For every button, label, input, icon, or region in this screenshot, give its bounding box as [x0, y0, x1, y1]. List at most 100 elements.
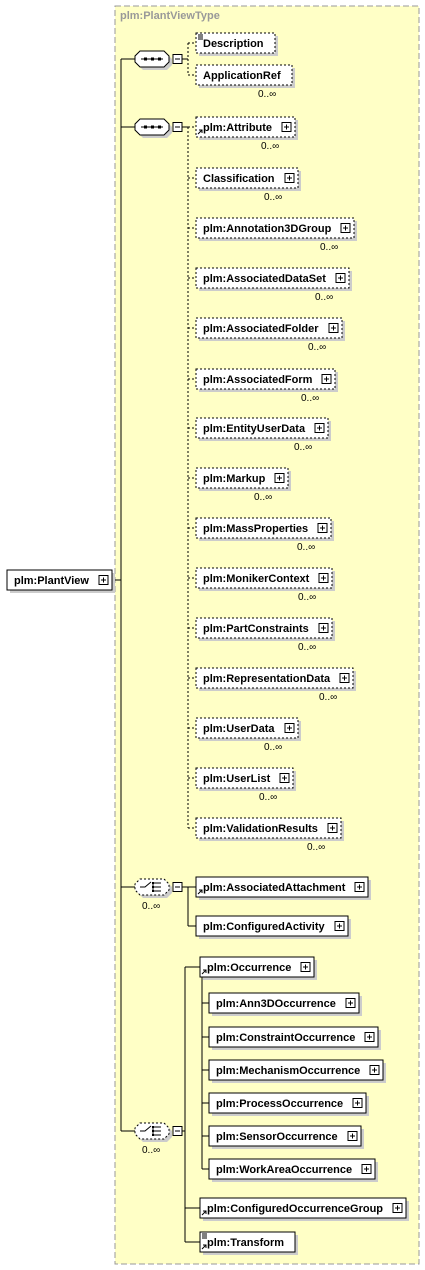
- group-1-item-2-expand-icon[interactable]: [340, 223, 351, 233]
- group-1-item-3[interactable]: plm:AssociatedDataSet: [195, 267, 352, 291]
- group-1-item-3-label: plm:AssociatedDataSet: [203, 273, 326, 285]
- group-3-item-0-sub-0-label: plm:Ann3DOccurrence: [216, 998, 336, 1010]
- group-2-item-0-label: plm:AssociatedAttachment: [203, 882, 346, 894]
- group-3-item-0-sub-0-expand-icon[interactable]: [345, 998, 356, 1008]
- reference-icon: [201, 1244, 207, 1250]
- group-3-item-0-sub-0[interactable]: plm:Ann3DOccurrence: [208, 992, 362, 1016]
- group-3-item-0-sub-2-expand-icon[interactable]: [369, 1065, 380, 1075]
- group-1-item-9-expand-icon[interactable]: [318, 573, 329, 583]
- group-1-item-14-expand-icon[interactable]: [327, 823, 338, 833]
- group-1-item-12-cardinality: 0..∞: [264, 742, 282, 753]
- reference-icon: [197, 889, 203, 895]
- group-1-item-12-label: plm:UserData: [203, 723, 275, 735]
- group-1-item-0-cardinality: 0..∞: [261, 141, 279, 152]
- group-1-item-9-label: plm:MonikerContext: [203, 573, 310, 585]
- group-1-item-6-label: plm:EntityUserData: [203, 423, 306, 435]
- group-1-item-11-expand-icon[interactable]: [339, 673, 350, 683]
- group-0-item-1[interactable]: ApplicationRef: [195, 64, 295, 88]
- group-0-item-1-label: ApplicationRef: [203, 70, 281, 82]
- type-label: plm:PlantViewType: [120, 10, 220, 22]
- group-3-item-0-sub-5[interactable]: plm:WorkAreaOccurrence: [208, 1158, 378, 1182]
- sequence-dot: [158, 57, 161, 61]
- group-1-item-5-expand-icon[interactable]: [321, 374, 332, 384]
- group-1-item-1-expand-icon[interactable]: [284, 173, 295, 183]
- group-1-item-0[interactable]: plm:Attribute: [195, 116, 298, 140]
- group-2-item-1-expand-icon[interactable]: [334, 921, 345, 931]
- group-0-sequence[interactable]: [134, 50, 172, 70]
- choice-switch-icon: [140, 881, 152, 888]
- group-3-item-2-label: plm:Transform: [207, 1237, 284, 1249]
- group-1-item-2[interactable]: plm:Annotation3DGroup: [195, 217, 357, 241]
- group-1-item-13[interactable]: plm:UserList: [195, 767, 296, 791]
- group-1-item-6-cardinality: 0..∞: [294, 442, 312, 453]
- group-2-choice[interactable]: [134, 878, 172, 898]
- group-0-sequence-collapse-icon[interactable]: [172, 54, 183, 64]
- group-1-item-6-expand-icon[interactable]: [314, 423, 325, 433]
- group-1-item-7-label: plm:Markup: [203, 473, 266, 485]
- group-1-item-4[interactable]: plm:AssociatedFolder: [195, 317, 345, 341]
- group-1-item-8-cardinality: 0..∞: [297, 542, 315, 553]
- group-1-item-1[interactable]: Classification: [195, 167, 301, 191]
- group-1-item-12-expand-icon[interactable]: [284, 723, 295, 733]
- group-3-item-0-sub-5-expand-icon[interactable]: [361, 1164, 372, 1174]
- group-1-item-7[interactable]: plm:Markup: [195, 467, 291, 491]
- group-1-item-8[interactable]: plm:MassProperties: [195, 517, 334, 541]
- group-1-sequence[interactable]: [134, 118, 172, 138]
- group-1-item-5[interactable]: plm:AssociatedForm: [195, 368, 338, 392]
- group-1-item-4-cardinality: 0..∞: [308, 342, 326, 353]
- group-2-item-0[interactable]: plm:AssociatedAttachment: [195, 876, 371, 900]
- group-1-item-11[interactable]: plm:RepresentationData: [195, 667, 356, 691]
- group-3-choice-cardinality: 0..∞: [142, 1145, 160, 1156]
- group-1-item-14-label: plm:ValidationResults: [203, 823, 318, 835]
- group-1-item-13-cardinality: 0..∞: [259, 792, 277, 803]
- group-3-item-0-sub-4[interactable]: plm:SensorOccurrence: [208, 1125, 364, 1149]
- group-3-choice[interactable]: [134, 1122, 172, 1142]
- group-1-item-6[interactable]: plm:EntityUserData: [195, 417, 331, 441]
- root-element-expand-icon[interactable]: [98, 575, 109, 585]
- group-1-item-14[interactable]: plm:ValidationResults: [195, 817, 344, 841]
- choice-switch-icon: [140, 1125, 152, 1132]
- group-3-item-0[interactable]: plm:Occurrence: [199, 956, 317, 980]
- group-3-item-0-expand-icon[interactable]: [300, 962, 311, 972]
- group-3-item-0-sub-1-expand-icon[interactable]: [364, 1032, 375, 1042]
- group-2-item-1[interactable]: plm:ConfiguredActivity: [195, 915, 351, 939]
- group-1-item-7-cardinality: 0..∞: [254, 492, 272, 503]
- group-3-item-0-sub-3[interactable]: plm:ProcessOccurrence: [208, 1092, 369, 1116]
- group-1-item-13-label: plm:UserList: [203, 773, 271, 785]
- documentation-icon: [202, 1233, 207, 1239]
- group-2-item-0-expand-icon[interactable]: [354, 882, 365, 892]
- group-1-item-0-expand-icon[interactable]: [281, 122, 292, 132]
- root-element-label: plm:PlantView: [14, 575, 89, 587]
- group-1-item-12[interactable]: plm:UserData: [195, 717, 301, 741]
- group-1-item-7-expand-icon[interactable]: [274, 473, 285, 483]
- group-2-choice-cardinality: 0..∞: [142, 901, 160, 912]
- group-3-choice-collapse-icon[interactable]: [172, 1126, 183, 1136]
- group-1-item-5-label: plm:AssociatedForm: [203, 374, 313, 386]
- group-3-item-0-sub-3-expand-icon[interactable]: [352, 1098, 363, 1108]
- group-1-item-4-expand-icon[interactable]: [328, 323, 339, 333]
- group-1-item-3-expand-icon[interactable]: [335, 273, 346, 283]
- group-3-item-0-sub-1[interactable]: plm:ConstraintOccurrence: [208, 1026, 381, 1050]
- group-2-choice-collapse-icon[interactable]: [172, 882, 183, 892]
- sequence-dot: [144, 57, 147, 61]
- group-3-item-1-expand-icon[interactable]: [392, 1203, 403, 1213]
- root-element[interactable]: plm:PlantView: [6, 569, 115, 593]
- group-1-item-10-expand-icon[interactable]: [318, 623, 329, 633]
- group-3-item-0-sub-1-label: plm:ConstraintOccurrence: [216, 1032, 355, 1044]
- group-1-item-0-label: plm:Attribute: [203, 122, 272, 134]
- group-1-item-9[interactable]: plm:MonikerContext: [195, 567, 335, 591]
- reference-icon: [201, 1210, 207, 1216]
- group-1-sequence-collapse-icon[interactable]: [172, 122, 183, 132]
- group-1-item-9-cardinality: 0..∞: [298, 592, 316, 603]
- group-3-item-2[interactable]: plm:Transform: [199, 1231, 298, 1255]
- group-1-item-8-expand-icon[interactable]: [317, 523, 328, 533]
- group-0-item-0[interactable]: Description: [195, 32, 278, 56]
- group-3-item-0-sub-3-label: plm:ProcessOccurrence: [216, 1098, 343, 1110]
- group-3-item-0-sub-2[interactable]: plm:MechanismOccurrence: [208, 1059, 386, 1083]
- group-3-item-1[interactable]: plm:ConfiguredOccurrenceGroup: [199, 1197, 409, 1221]
- group-1-item-10[interactable]: plm:PartConstraints: [195, 617, 335, 641]
- group-1-item-13-expand-icon[interactable]: [279, 773, 290, 783]
- group-1-item-14-cardinality: 0..∞: [307, 842, 325, 853]
- reference-icon: [197, 129, 203, 135]
- group-3-item-0-sub-4-expand-icon[interactable]: [347, 1131, 358, 1141]
